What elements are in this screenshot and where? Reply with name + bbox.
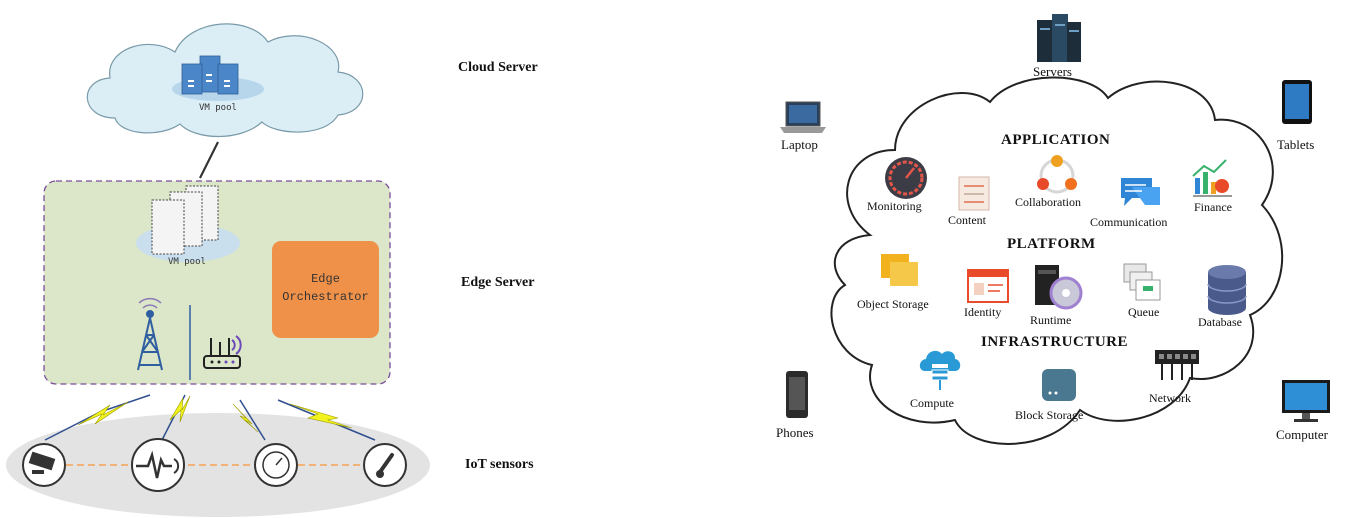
runtime-icon [1035, 265, 1083, 310]
device-label-servers: Servers [1033, 64, 1072, 79]
block-storage-icon [1042, 369, 1076, 401]
app-communication-label: Communication [1090, 215, 1168, 229]
compute-icon [919, 350, 961, 390]
tier-label-iot: IoT sensors [465, 457, 534, 472]
platform-runtime-label: Runtime [1030, 313, 1072, 327]
section-application: APPLICATION [1001, 132, 1111, 148]
edge-orchestrator-box [272, 241, 379, 338]
identity-icon [967, 269, 1009, 303]
camera-sensor-icon [22, 443, 66, 487]
cloud-server-icon [181, 55, 239, 95]
queue-icon [1123, 263, 1161, 301]
section-infrastructure: INFRASTRUCTURE [981, 334, 1129, 350]
tier-label-cloud: Cloud Server [458, 60, 538, 75]
edge-orchestrator-label: Edge Orchestrator [272, 270, 379, 306]
platform-object-storage-label: Object Storage [857, 297, 929, 311]
edge-server-icon [151, 185, 219, 255]
tier-label-edge: Edge Server [461, 275, 535, 290]
object-storage-icon [881, 254, 918, 286]
phone-icon [786, 371, 808, 418]
platform-queue-label: Queue [1128, 305, 1160, 319]
communication-icon [1121, 178, 1160, 206]
app-content-label: Content [948, 213, 986, 227]
tablet-icon [1282, 80, 1312, 124]
collaboration-icon [1037, 155, 1077, 194]
laptop-icon [780, 101, 826, 133]
device-label-phones: Phones [776, 425, 814, 440]
router-icon [203, 335, 242, 369]
app-collaboration-label: Collaboration [1015, 195, 1081, 209]
network-icon [1155, 350, 1199, 380]
temperature-sensor-icon [363, 443, 407, 487]
content-icon [958, 176, 990, 211]
device-label-computer: Computer [1276, 427, 1328, 442]
database-icon [1207, 265, 1247, 315]
platform-database-label: Database [1198, 315, 1242, 329]
edge-vm-pool-label: VM pool [168, 257, 206, 267]
orchestrator-line1: Edge [311, 272, 340, 286]
servers-icon [1037, 14, 1081, 62]
infra-compute-label: Compute [910, 396, 954, 410]
device-label-laptop: Laptop [781, 137, 818, 152]
cloud-vm-pool-label: VM pool [199, 103, 237, 113]
infra-block-storage-label: Block Storage [1015, 408, 1084, 422]
lightning-bolts [77, 395, 353, 433]
app-monitoring-label: Monitoring [867, 199, 922, 213]
iot-ground [6, 413, 430, 517]
app-finance-label: Finance [1194, 200, 1232, 214]
pulse-sensor-icon [131, 438, 185, 492]
section-platform: PLATFORM [1007, 236, 1096, 252]
infra-network-label: Network [1149, 391, 1191, 405]
cell-tower-icon [137, 297, 163, 371]
monitoring-icon [885, 157, 927, 199]
device-label-tablets: Tablets [1277, 137, 1315, 152]
orchestrator-line2: Orchestrator [282, 290, 369, 304]
finance-icon [1192, 159, 1232, 197]
gauge-sensor-icon [254, 443, 298, 487]
cloud-edge-connector [199, 141, 219, 179]
computer-icon [1282, 380, 1330, 422]
platform-identity-label: Identity [964, 305, 1002, 319]
